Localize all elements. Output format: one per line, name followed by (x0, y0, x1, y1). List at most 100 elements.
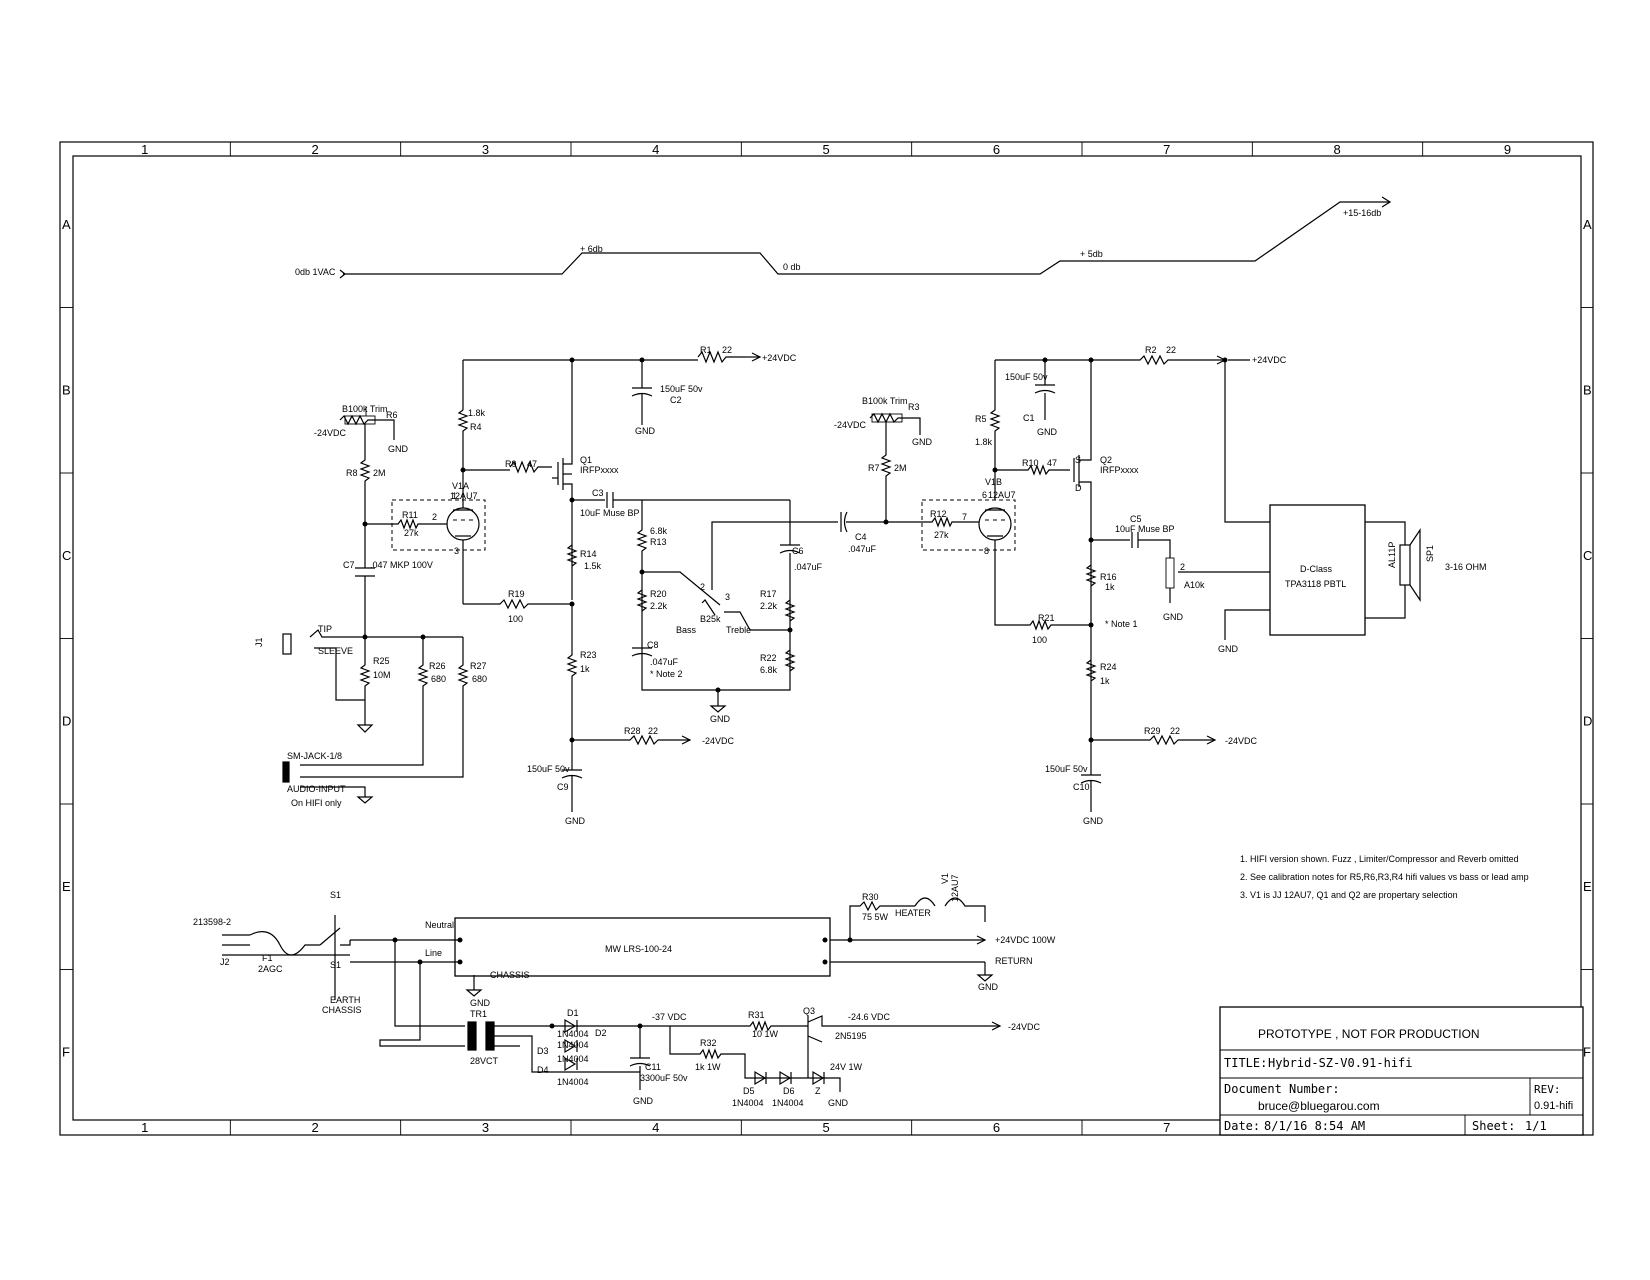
grid-row-F-right: F (1583, 1044, 1591, 1059)
al11p-label: AL11P (1387, 542, 1397, 568)
d5-value: 1N4004 (732, 1098, 764, 1108)
r5-label: R5 (975, 414, 987, 424)
zener-value: 24V 1W (830, 1062, 863, 1072)
r23-label: R23 (580, 650, 597, 660)
q1-label: Q1 (580, 455, 592, 465)
power-supply: MW LRS-100-24 Neutral Line CHASSIS GND R… (193, 873, 1056, 1108)
r5-value: 1.8k (975, 437, 993, 447)
j1-tip-label: TIP (318, 624, 332, 634)
psu-chassis: CHASSIS (490, 970, 530, 980)
gnd-c11: GND (633, 1096, 654, 1106)
r26-value: 680 (431, 674, 446, 684)
tr1-label: TR1 (470, 1009, 487, 1019)
minus24-label-1: -24VDC (702, 736, 735, 746)
r6-label: R6 (386, 410, 398, 420)
c9-label: C9 (557, 782, 569, 792)
r27-label: R27 (470, 661, 487, 671)
c7-value: .047 MKP 100V (370, 560, 433, 570)
gnd-r3: GND (912, 437, 933, 447)
c7-label: C7 (343, 560, 355, 570)
treble-label: Treble (726, 625, 751, 635)
grid-col-7-top: 7 (1163, 142, 1170, 157)
r17-value: 2.2k (760, 601, 778, 611)
speaker-ohm: 3-16 OHM (1445, 562, 1487, 572)
c4-value: .047uF (848, 544, 877, 554)
c5-label: C5 (1130, 514, 1142, 524)
grid-col-3-top: 3 (482, 142, 489, 157)
r4-value: 1.8k (468, 408, 486, 418)
c1-value: 150uF 50v (1005, 372, 1048, 382)
r17-label: R17 (760, 589, 777, 599)
grid-col-7-bottom: 7 (1163, 1120, 1170, 1135)
r1-value: 22 (722, 345, 732, 355)
v1b-value: 12AU7 (988, 490, 1016, 500)
r29-value: 22 (1170, 726, 1180, 736)
f1-label: F1 (262, 953, 273, 963)
r32-value: 1k 1W (695, 1062, 721, 1072)
r8-label: R8 (346, 468, 358, 478)
earth-label: EARTH (330, 995, 360, 1005)
plus24-100w-label: +24VDC 100W (995, 935, 1056, 945)
minus246-label: -24.6 VDC (848, 1012, 891, 1022)
minus24-r3: -24VDC (834, 420, 867, 430)
q2-pin-s: S (1075, 455, 1081, 465)
r20-label: R20 (650, 589, 667, 599)
title-label: TITLE: (1224, 1056, 1267, 1070)
grid-col-5-top: 5 (823, 142, 830, 157)
grid-col-3-bottom: 3 (482, 1120, 489, 1135)
gain-label-6db: + 6db (580, 244, 603, 254)
plus24-label-1: +24VDC (762, 353, 797, 363)
d4-value: 1N4004 (557, 1077, 589, 1087)
r14-label: R14 (580, 549, 597, 559)
v1a-pin3: 3 (454, 546, 459, 556)
grid-row-D-left: D (62, 713, 71, 728)
r31-label: R31 (748, 1010, 765, 1020)
note2-label: * Note 2 (650, 669, 683, 679)
d2-value: 1N4004 (557, 1040, 589, 1050)
r23-value: 1k (580, 664, 590, 674)
v1a-tube (446, 507, 480, 541)
prototype-label: PROTOTYPE , NOT FOR PRODUCTION (1258, 1027, 1480, 1041)
r14-value: 1.5k (584, 561, 602, 571)
grid-row-E-left: E (62, 879, 71, 894)
r1-label: R1 (700, 345, 712, 355)
v1a-value: 12AU7 (450, 491, 478, 501)
gnd-c2: GND (635, 426, 656, 436)
rev-label: REV: (1534, 1083, 1561, 1096)
grid-col-8-top: 8 (1334, 142, 1341, 157)
r24-value: 1k (1100, 676, 1110, 686)
gnd-return: GND (978, 982, 999, 992)
stage-1-preamp: R1 22 +24VDC 150uF 50v C2 GND 1.8k R4 R9… (254, 345, 920, 826)
c10-label: C10 (1073, 782, 1090, 792)
q2-value: IRFPxxxx (1100, 465, 1139, 475)
gnd-dclass: GND (1218, 644, 1239, 654)
d5-label: D5 (743, 1086, 755, 1096)
r3-label: R3 (908, 402, 920, 412)
minus24-label-2: -24VDC (1225, 736, 1258, 746)
title-value: Hybrid-SZ-V0.91-hifi (1268, 1056, 1413, 1070)
grid-col-4-top: 4 (652, 142, 659, 157)
d1-value: 1N4004 (557, 1029, 589, 1039)
r28-value: 22 (648, 726, 658, 736)
b25k-label: B25k (700, 614, 721, 624)
r13-value: 6.8k (650, 526, 668, 536)
zener-label: Z (815, 1086, 821, 1096)
r4-label: R4 (470, 422, 482, 432)
minus37-label: -37 VDC (652, 1012, 687, 1022)
grid-row-B-right: B (1583, 382, 1592, 397)
c11-label: C11 (645, 1062, 661, 1072)
f1-value: 2AGC (258, 964, 283, 974)
c4-label: C4 (855, 532, 867, 542)
bass-label: Bass (676, 625, 697, 635)
dclass-part: TPA3118 PBTL (1285, 579, 1346, 589)
minus24-r6: -24VDC (314, 428, 347, 438)
notes: 1. HIFI version shown. Fuzz , Limiter/Co… (1240, 854, 1529, 900)
v1b-pin7: 7 (962, 512, 967, 522)
d1-label: D1 (567, 1008, 579, 1018)
r24-label: R24 (1100, 662, 1117, 672)
r22-value: 6.8k (760, 665, 778, 675)
gnd-c10: GND (1083, 816, 1104, 826)
c6-value: .047uF (794, 562, 823, 572)
sheet-label: Sheet: (1472, 1119, 1515, 1133)
